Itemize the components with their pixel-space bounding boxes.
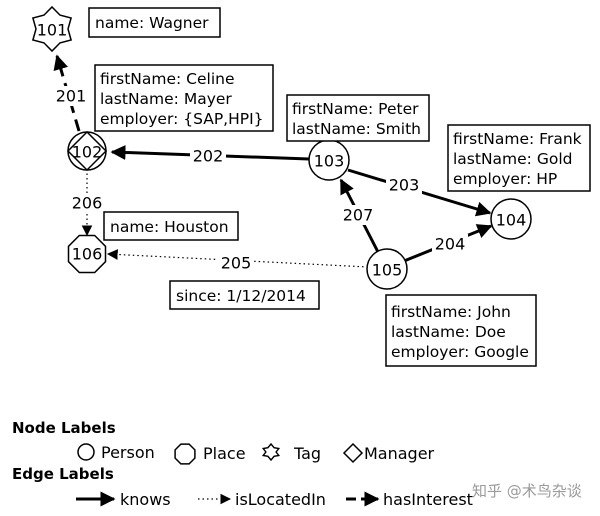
svg-text:employer: Google: employer: Google — [391, 343, 529, 361]
svg-text:isLocatedIn: isLocatedIn — [235, 490, 326, 509]
node-106: 106 — [67, 234, 107, 274]
watermark: 知乎 @术鸟杂谈 — [472, 482, 582, 500]
edge-label-206: 206 — [72, 194, 103, 213]
edge-label-202: 202 — [193, 147, 224, 166]
legend-item-hasinterest: hasInterest — [346, 490, 473, 509]
svg-text:lastName: Mayer: lastName: Mayer — [100, 90, 232, 108]
svg-text:lastName: Gold: lastName: Gold — [453, 150, 572, 168]
node-103: 103 — [308, 139, 350, 181]
node-label-106: 106 — [72, 245, 103, 264]
svg-text:employer: {SAP,HPI}: employer: {SAP,HPI} — [100, 110, 264, 128]
diamond-icon — [342, 442, 364, 464]
property-box-celine: firstName: Celine lastName: Mayer employ… — [94, 64, 274, 132]
diamond-icon — [66, 130, 108, 172]
property-box-peter: firstName: Peter lastName: Smith — [286, 94, 430, 142]
edge-legend-title: Edge Labels — [12, 465, 114, 483]
octagon-icon — [174, 443, 196, 465]
svg-text:name: Wagner: name: Wagner — [95, 14, 209, 32]
circle-icon — [77, 443, 95, 461]
circle-icon — [366, 248, 408, 290]
edges: 201 202 203 204 205 206 — [53, 54, 493, 273]
node-legend-title: Node Labels — [12, 419, 116, 437]
edge-202: 202 — [110, 144, 310, 166]
edge-204: 204 — [403, 224, 493, 263]
node-104: 104 — [490, 198, 532, 240]
edge-label-201: 201 — [56, 87, 87, 106]
nodes: 101 102 103 104 105 106 — [31, 5, 532, 290]
svg-text:firstName: Peter: firstName: Peter — [292, 100, 419, 118]
svg-text:since: 1/12/2014: since: 1/12/2014 — [176, 287, 306, 305]
property-box-since: since: 1/12/2014 — [169, 280, 320, 310]
star-icon — [31, 5, 73, 53]
svg-text:Tag: Tag — [293, 444, 321, 463]
legend: Node Labels Person Place Tag Manager Edg… — [12, 419, 473, 509]
legend-item-knows: knows — [76, 490, 171, 509]
node-101: 101 — [31, 5, 73, 53]
legend-item-tag: Tag — [261, 442, 321, 463]
svg-text:Person: Person — [101, 443, 155, 462]
node-label-103: 103 — [314, 152, 345, 171]
svg-text:name: Houston: name: Houston — [110, 218, 229, 236]
legend-item-manager: Manager — [342, 442, 435, 464]
legend-item-place: Place — [174, 443, 246, 465]
svg-text:employer: HP: employer: HP — [453, 170, 557, 188]
legend-item-person: Person — [77, 443, 155, 462]
svg-text:hasInterest: hasInterest — [383, 490, 473, 509]
node-label-102: 102 — [72, 143, 103, 162]
edge-label-204: 204 — [435, 235, 466, 254]
legend-item-islocatedin: isLocatedIn — [198, 490, 326, 509]
svg-text:firstName: Frank: firstName: Frank — [453, 130, 582, 148]
edge-203: 203 — [347, 168, 492, 217]
property-boxes: name: Wagner firstName: Celine lastName:… — [88, 7, 591, 367]
circle-icon — [490, 198, 532, 240]
node-label-101: 101 — [37, 21, 68, 40]
svg-text:Place: Place — [203, 444, 246, 463]
svg-text:lastName: Smith: lastName: Smith — [292, 120, 421, 138]
star-icon — [261, 442, 281, 462]
property-box-houston: name: Houston — [103, 211, 239, 241]
svg-text:firstName: John: firstName: John — [391, 303, 511, 321]
edge-label-203: 203 — [389, 176, 420, 195]
svg-text:firstName: Celine: firstName: Celine — [100, 70, 235, 88]
svg-text:lastName: Doe: lastName: Doe — [391, 323, 506, 341]
octagon-icon — [67, 234, 107, 274]
property-box-wagner: name: Wagner — [88, 7, 221, 38]
edge-label-205: 205 — [221, 254, 252, 273]
svg-text:Manager: Manager — [364, 444, 435, 463]
edge-207: 207 — [339, 178, 380, 253]
edge-206: 206 — [69, 169, 105, 237]
edge-label-207: 207 — [343, 206, 374, 225]
property-box-john: firstName: John lastName: Doe employer: … — [385, 294, 537, 367]
property-box-frank: firstName: Frank lastName: Gold employer… — [447, 124, 591, 192]
node-label-104: 104 — [496, 211, 527, 230]
svg-text:knows: knows — [120, 490, 171, 509]
node-102: 102 — [66, 130, 108, 172]
node-105: 105 — [366, 248, 408, 290]
node-label-105: 105 — [372, 261, 403, 280]
edge-201: 201 — [53, 54, 88, 132]
edge-205: 205 — [106, 249, 369, 273]
